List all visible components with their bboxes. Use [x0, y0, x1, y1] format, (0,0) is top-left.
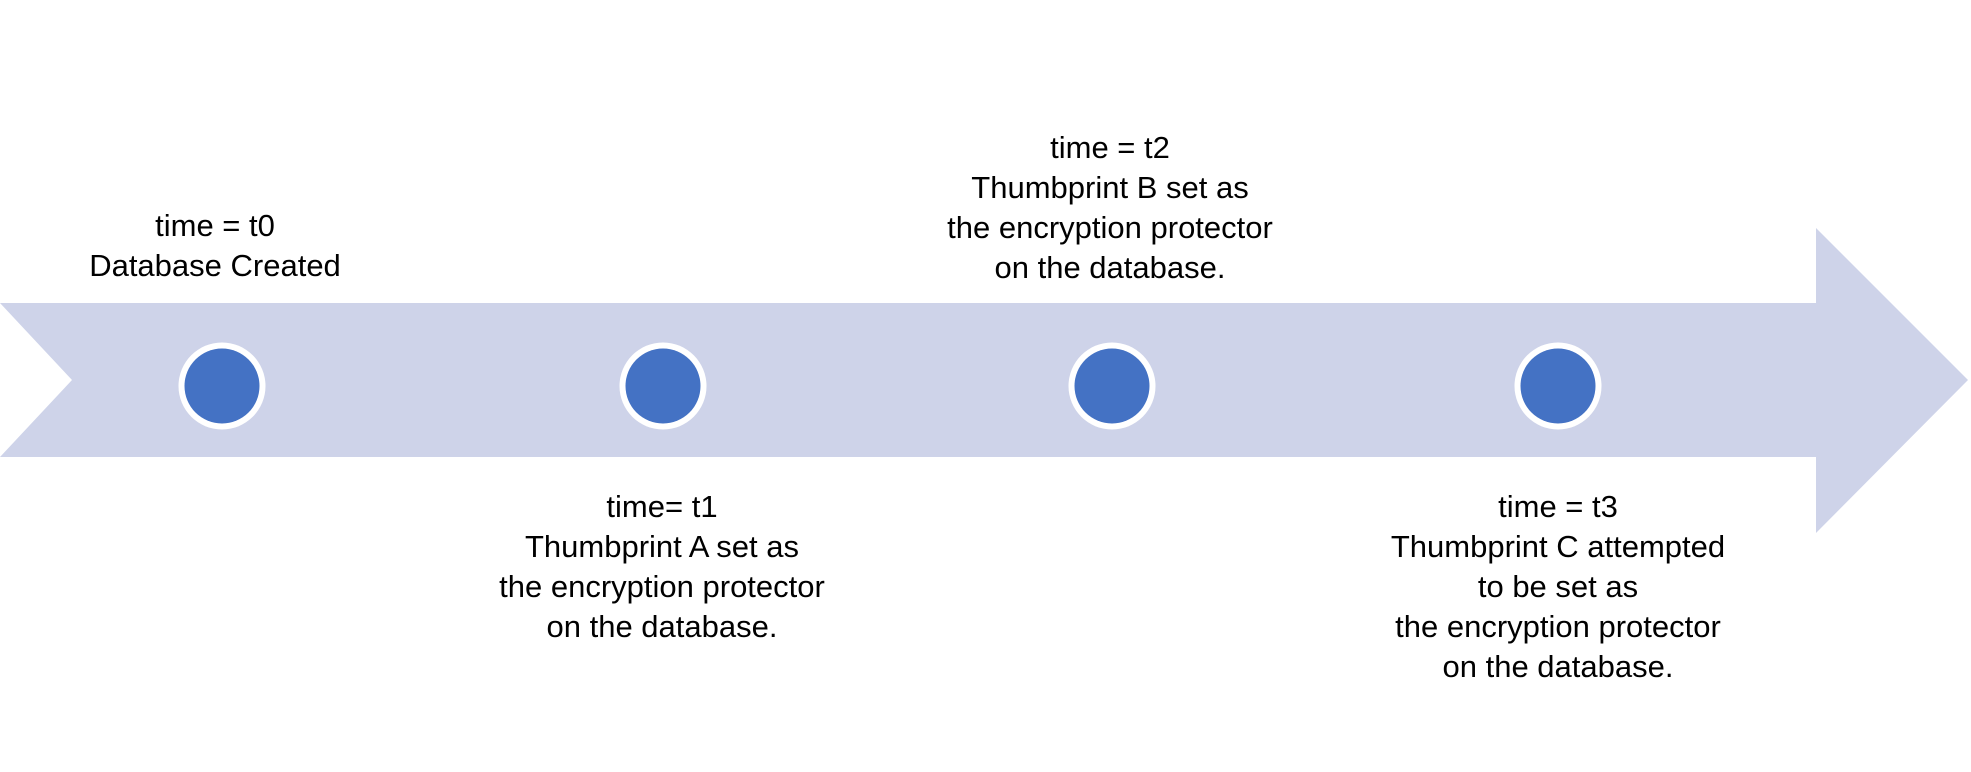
label-line: the encryption protector: [947, 210, 1273, 245]
label-line: time = t0: [155, 208, 275, 243]
label-line: the encryption protector: [1395, 609, 1721, 644]
event-label-t0: time = t0 Database Created: [89, 206, 341, 286]
label-line: time = t2: [1050, 130, 1170, 165]
timeline-dot-t3: [1514, 342, 1602, 430]
timeline-dot-t0: [178, 342, 266, 430]
label-line: on the database.: [1442, 649, 1674, 684]
label-line: time= t1: [606, 489, 718, 524]
dot: [625, 348, 701, 424]
event-label-t3: time = t3 Thumbprint C attempted to be s…: [1391, 487, 1725, 687]
timeline-dot-t2: [1068, 342, 1156, 430]
event-label-t1: time= t1 Thumbprint A set as the encrypt…: [499, 487, 825, 647]
label-line: Thumbprint C attempted: [1390, 529, 1726, 564]
label-line: to be set as: [1477, 569, 1639, 604]
label-line: on the database.: [546, 609, 778, 644]
dot: [184, 348, 260, 424]
arrow-shape: [0, 228, 1968, 533]
label-line: on the database.: [994, 250, 1226, 285]
dot: [1520, 348, 1596, 424]
label-line: Thumbprint B set as: [971, 170, 1249, 205]
dot: [1074, 348, 1150, 424]
label-line: the encryption protector: [499, 569, 825, 604]
event-label-t2: time = t2 Thumbprint B set as the encryp…: [947, 128, 1273, 288]
label-line: time = t3: [1498, 489, 1618, 524]
label-line: Database Created: [89, 248, 341, 283]
label-line: Thumbprint A set as: [525, 529, 799, 564]
timeline-dot-t1: [619, 342, 707, 430]
